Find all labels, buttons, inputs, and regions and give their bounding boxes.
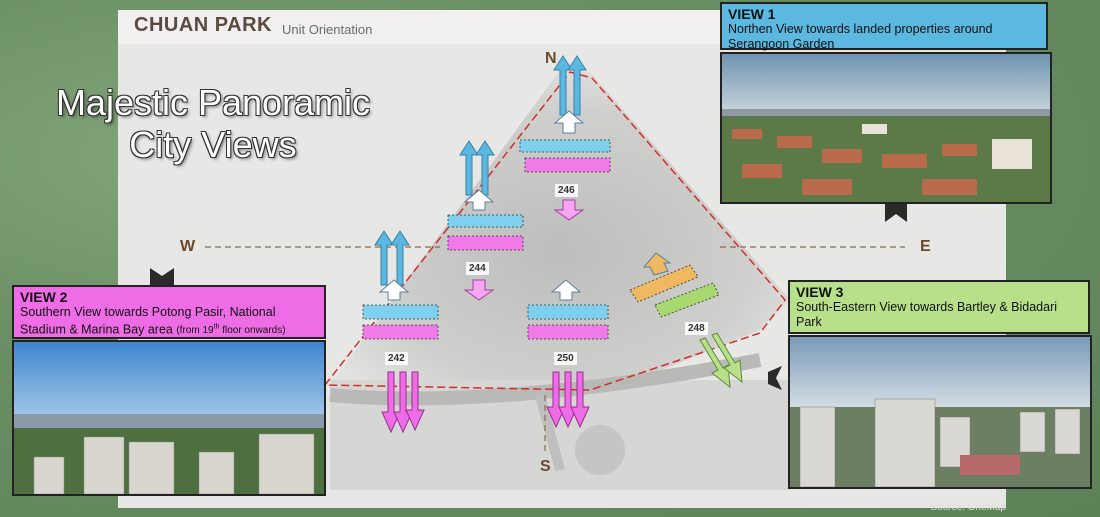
- block-244-north: [447, 214, 524, 228]
- block-244-south: [447, 235, 524, 251]
- view3-title: VIEW 3: [796, 284, 844, 300]
- site-area: [330, 70, 790, 398]
- block-242-south: [362, 324, 439, 340]
- compass-north: N: [545, 50, 557, 67]
- unit-label-248: 248: [685, 322, 708, 335]
- view2-floor-note: (from 19th floor onwards): [176, 324, 286, 337]
- compass-west: W: [180, 238, 196, 255]
- headline-line2: City Views: [129, 124, 297, 165]
- view1-title: VIEW 1: [728, 6, 776, 22]
- view1-description: Northen View towards landed properties a…: [728, 22, 993, 51]
- view3-description: South-Eastern View towards Bartley & Bid…: [796, 300, 1058, 329]
- headline-line1: Majestic Panoramic: [55, 82, 371, 123]
- unit-label-244: 244: [466, 262, 489, 275]
- view2-caption: VIEW 2 Southern View towards Potong Pasi…: [12, 285, 326, 339]
- unit-label-242: 242: [385, 352, 408, 365]
- block-248-green: [654, 282, 720, 318]
- unit-label-246: 246: [555, 184, 578, 197]
- unit-label-250: 250: [554, 352, 577, 365]
- southeast-arrows-green: [699, 332, 743, 389]
- south-arrows-pink: [381, 371, 590, 434]
- source-credit: Source: OneMap: [930, 502, 1006, 513]
- block-250-south: [527, 324, 609, 340]
- view2-description: Southern View towards Potong Pasir, Nati…: [20, 305, 318, 338]
- headline: Majestic Panoramic City Views: [18, 82, 408, 166]
- view3-photo: [788, 335, 1092, 489]
- compass-east: E: [920, 238, 931, 255]
- header-bar: [118, 10, 720, 44]
- block-248-orange: [629, 264, 699, 303]
- block-250-north: [527, 304, 609, 320]
- view2-title: VIEW 2: [20, 289, 68, 305]
- brand-subtitle: Unit Orientation: [282, 22, 373, 37]
- view2-photo: [12, 340, 326, 496]
- view2-description-main: Southern View towards Potong Pasir, Nati…: [20, 305, 276, 337]
- compass-south: S: [540, 458, 551, 475]
- site-boundary: [324, 71, 786, 391]
- block-246-south: [524, 157, 611, 173]
- view1-caption: VIEW 1 Northen View towards landed prope…: [720, 2, 1048, 51]
- block-246-north: [519, 139, 611, 153]
- block-242-north: [362, 304, 439, 320]
- view1-photo: [720, 52, 1052, 204]
- view3-pointer: [768, 366, 782, 390]
- brand-title: CHUAN PARK: [134, 14, 272, 36]
- view3-caption: VIEW 3 South-Eastern View towards Bartle…: [788, 280, 1090, 334]
- north-arrows-blue: [374, 55, 587, 286]
